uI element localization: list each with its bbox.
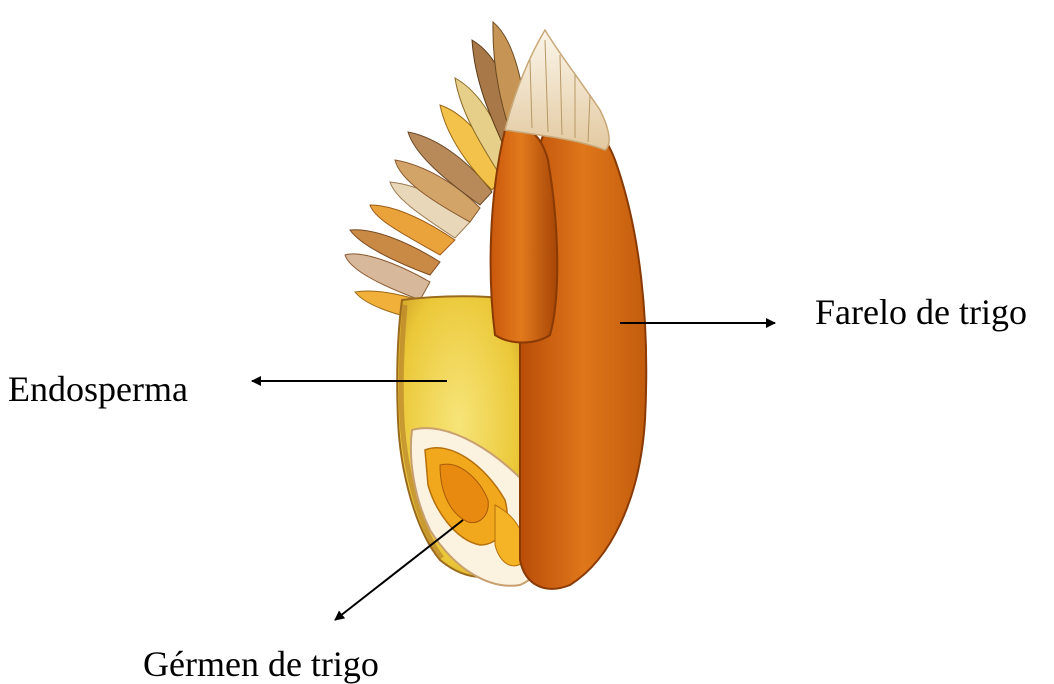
bran-inner-layer (491, 126, 558, 342)
brush-hairs (505, 30, 609, 150)
endosperm-label: Endosperma (8, 371, 188, 407)
germ-arrow (335, 520, 463, 620)
germ-label: Gérmen de trigo (143, 646, 379, 682)
bran-label: Farelo de trigo (815, 294, 1027, 330)
